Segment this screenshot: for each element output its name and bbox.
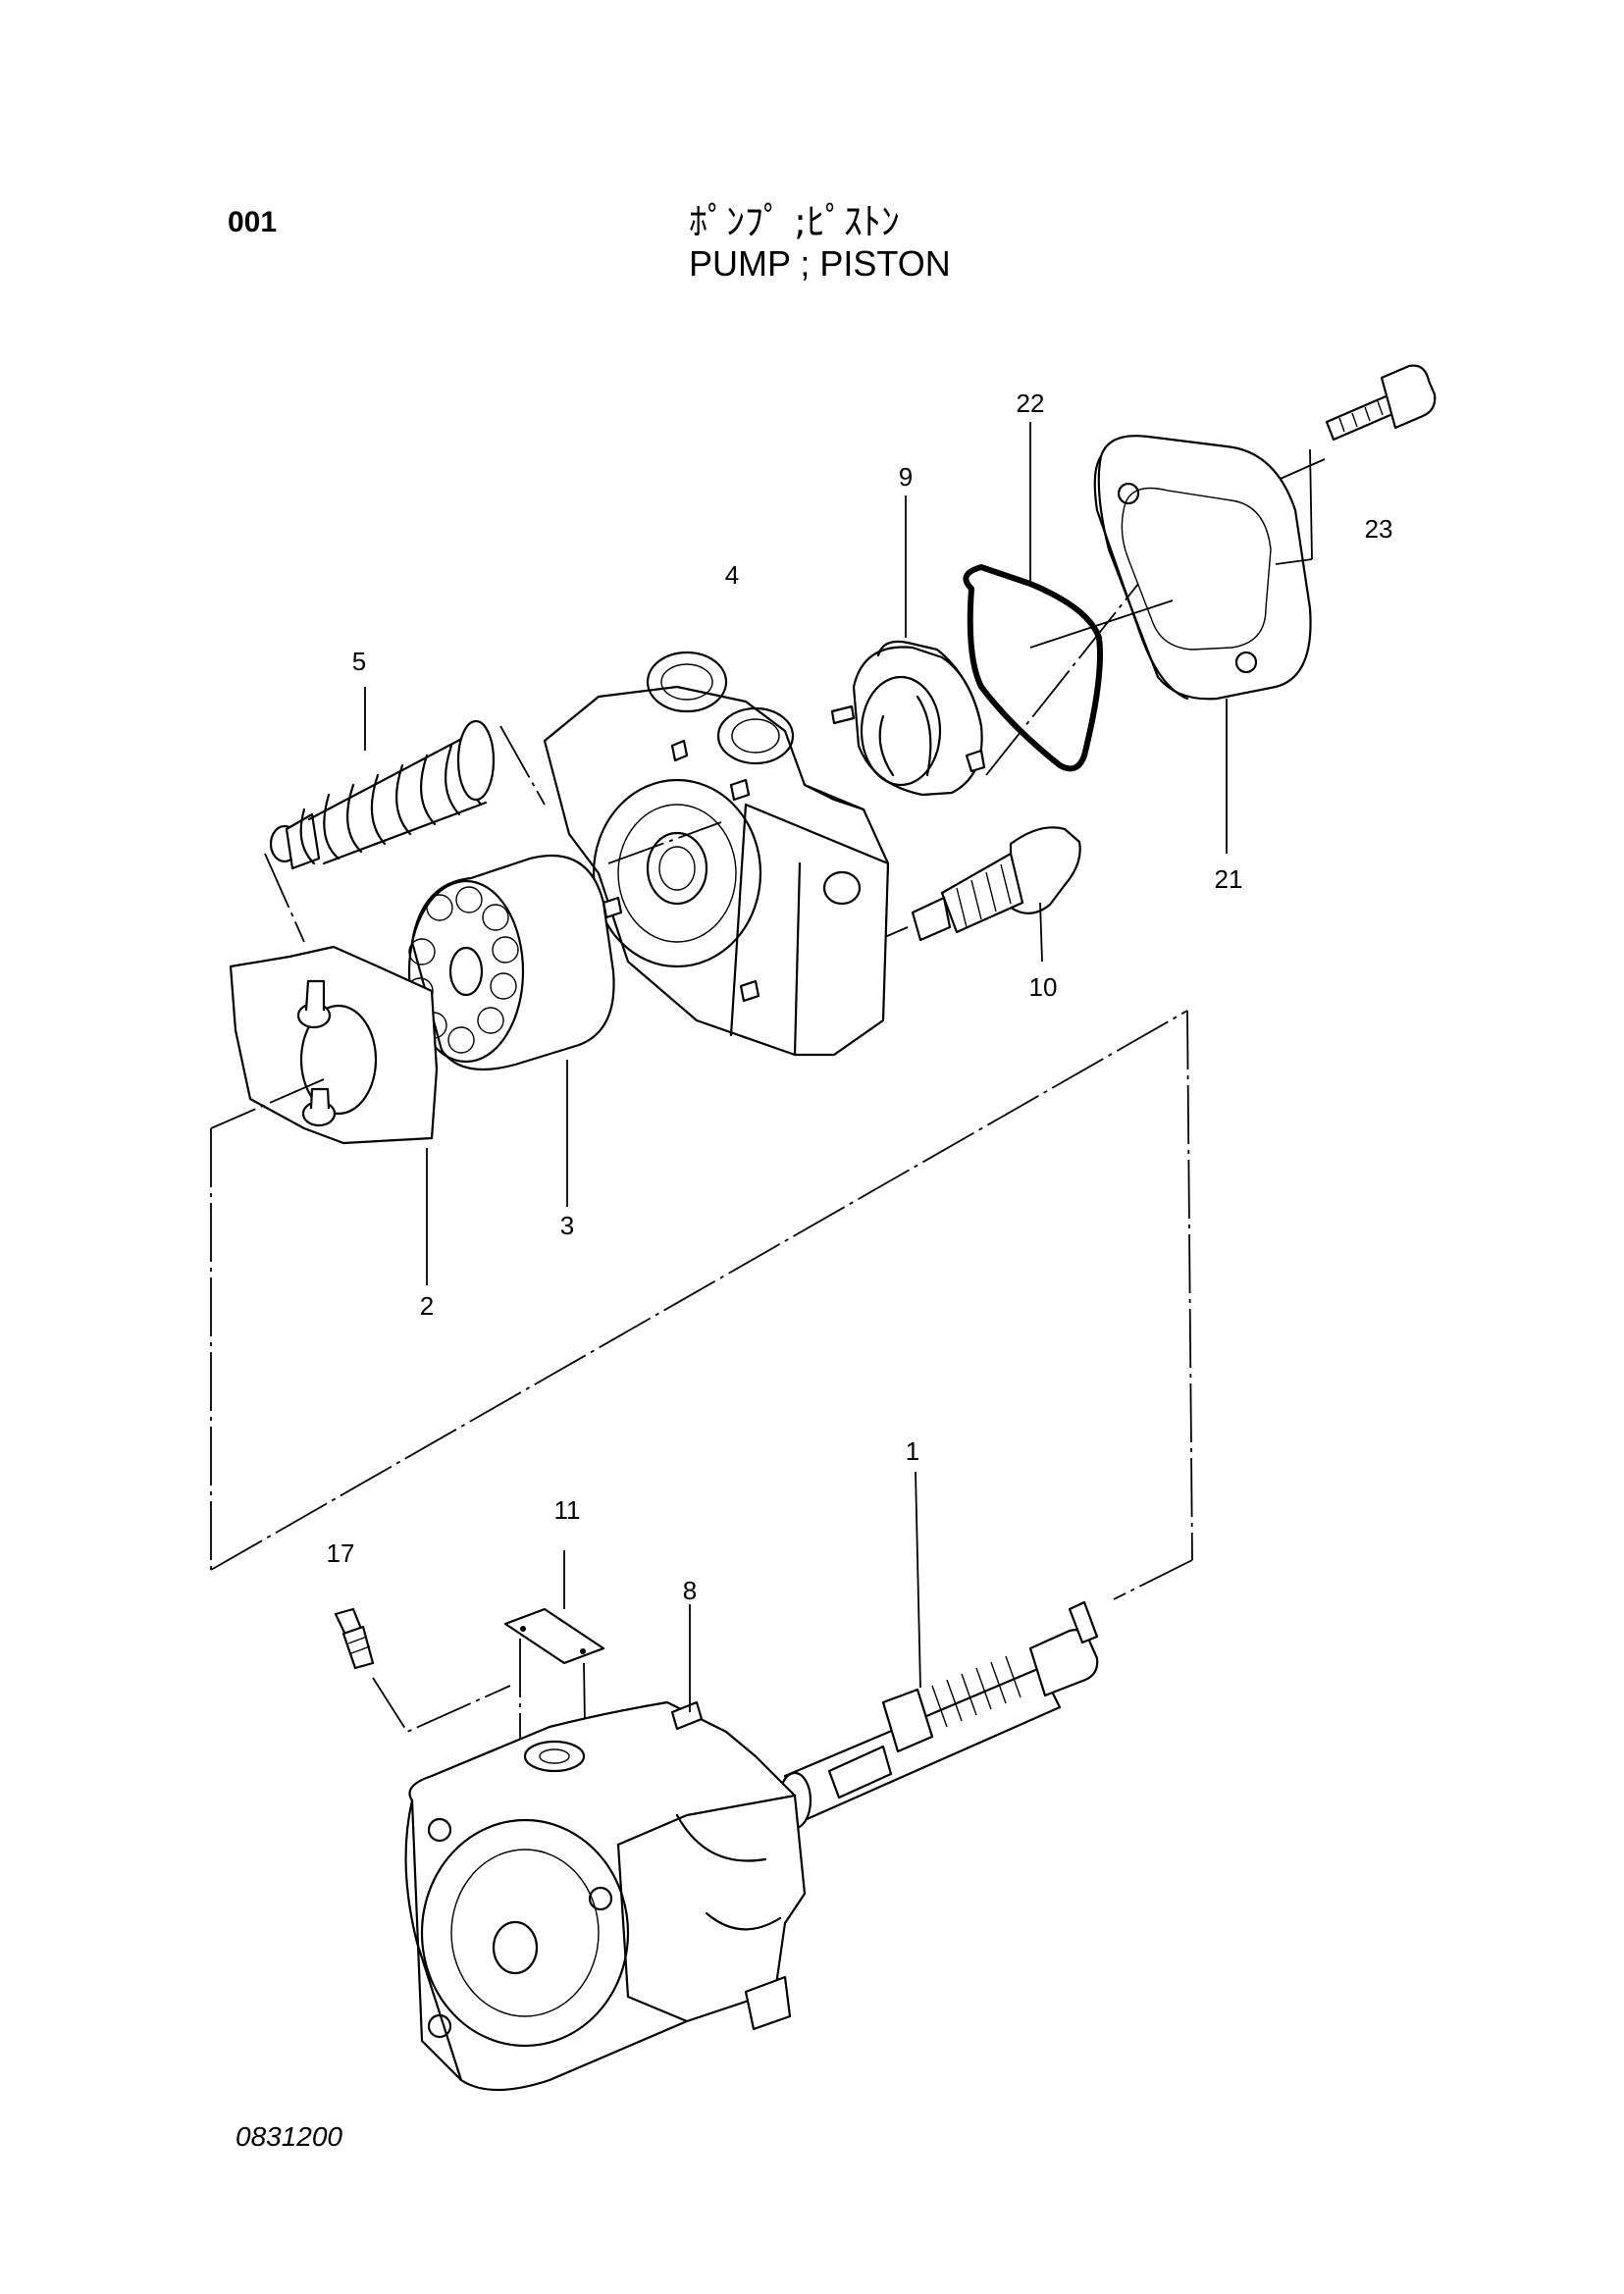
- part-9-valve-plate[interactable]: [830, 640, 986, 797]
- callout-1: 1: [906, 1436, 919, 1466]
- part-8-pump-casing[interactable]: [404, 1604, 807, 2092]
- part-21-cover-plate[interactable]: [1029, 435, 1312, 701]
- title-japanese: ﾎﾟﾝﾌﾟ ;ﾋﾟｽﾄﾝ: [689, 200, 900, 243]
- callout-10: 10: [1029, 972, 1058, 1002]
- page-number: 001: [228, 206, 278, 238]
- part-10-relief-valve[interactable]: [838, 826, 1081, 963]
- leader-lines: [905, 422, 1313, 854]
- part-3-cylinder-barrel[interactable]: [406, 854, 615, 1207]
- callout-labels: 1 2 3 4 5 8 9 10 11 17 21 22 23: [327, 389, 1393, 1605]
- part-4-pump-housing[interactable]: [543, 651, 890, 1057]
- callout-21: 21: [1215, 864, 1243, 894]
- assembly-centerlines: [210, 583, 1193, 1600]
- part-1-shaft[interactable]: [777, 1471, 1099, 1830]
- title-english: PUMP ; PISTON: [689, 243, 951, 284]
- callout-22: 22: [1017, 389, 1045, 418]
- callout-5: 5: [352, 647, 366, 676]
- part-23-bolt[interactable]: [1275, 364, 1437, 482]
- callout-17: 17: [327, 1538, 355, 1568]
- part-2-swash-plate[interactable]: [210, 945, 439, 1285]
- callout-23: 23: [1365, 514, 1393, 544]
- callout-2: 2: [420, 1291, 434, 1321]
- callout-9: 9: [899, 462, 913, 492]
- callout-11: 11: [554, 1495, 581, 1525]
- part-22-o-ring[interactable]: [963, 564, 1103, 772]
- drawing-number: 0831200: [236, 2121, 343, 2152]
- part-5-spring[interactable]: [264, 687, 546, 943]
- callout-3: 3: [560, 1211, 574, 1240]
- callout-8: 8: [683, 1576, 697, 1605]
- callout-4: 4: [725, 560, 739, 590]
- part-17-grease-nipple[interactable]: [334, 1607, 511, 1734]
